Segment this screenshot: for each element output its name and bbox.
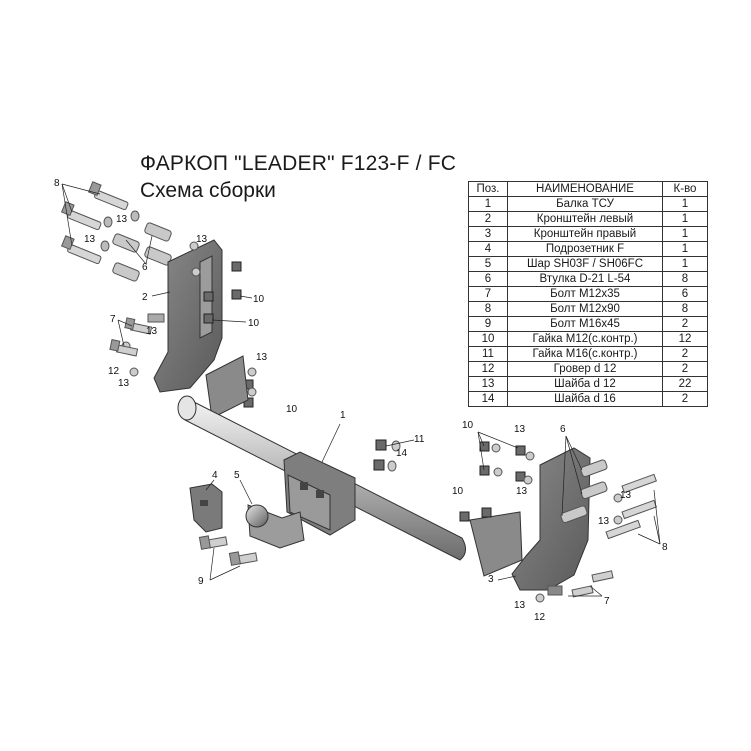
callout-13: 13 — [598, 516, 610, 527]
callout-3: 3 — [488, 574, 494, 585]
row-name: Шар SH03F / SH06FC — [507, 256, 663, 272]
row-position: 12 — [468, 361, 508, 377]
callout-13: 13 — [514, 424, 526, 435]
callout-14: 14 — [396, 448, 408, 459]
beam-tube-end — [177, 395, 197, 421]
left-sleeves — [112, 222, 172, 282]
callout-6: 6 — [560, 424, 566, 435]
row-name: Болт М12х90 — [507, 301, 663, 317]
callout-13: 13 — [514, 600, 526, 611]
callout-labels: 8 13 13 6 13 2 10 10 7 13 12 13 13 10 1 … — [54, 178, 668, 623]
callout-8: 8 — [54, 178, 60, 189]
row-quantity: 22 — [662, 376, 708, 392]
callout-12: 12 — [534, 612, 546, 623]
right-bolts-m12x90 — [605, 473, 657, 540]
callout-4: 4 — [212, 470, 218, 481]
callout-7: 7 — [604, 596, 610, 607]
row-position: 14 — [468, 391, 508, 407]
callout-13: 13 — [196, 234, 208, 245]
leader-lines — [61, 183, 661, 597]
callout-13: 13 — [516, 486, 528, 497]
callout-6: 6 — [142, 262, 148, 273]
right-bracket-washers — [491, 443, 623, 603]
right-sleeves — [560, 459, 608, 524]
row-name: Шайба d 16 — [507, 391, 663, 407]
right-bracket-nuts — [459, 441, 526, 522]
callout-1: 1 — [340, 410, 346, 421]
socket-holder-hole — [200, 500, 208, 506]
callout-10: 10 — [253, 294, 265, 305]
callout-2: 2 — [142, 292, 148, 303]
row-quantity: 2 — [662, 391, 708, 407]
callout-7: 7 — [110, 314, 116, 325]
callout-8: 8 — [662, 542, 668, 553]
left-washers — [100, 210, 140, 252]
callout-10: 10 — [286, 404, 298, 415]
bolts-m16x45 — [198, 535, 258, 566]
callout-13: 13 — [116, 214, 128, 225]
callout-13: 13 — [84, 234, 96, 245]
socket-holder — [189, 483, 223, 533]
drawing-subtitle: Схема сборки — [140, 179, 276, 202]
beam-hitch-hole — [316, 490, 324, 498]
beam-left-flange — [205, 355, 249, 419]
callout-13: 13 — [118, 378, 130, 389]
row-name: Гровер d 12 — [507, 361, 663, 377]
row-name: Болт М12х35 — [507, 286, 663, 302]
callout-13: 13 — [620, 490, 632, 501]
header-name: НАИМЕНОВАНИЕ — [507, 181, 663, 197]
row-name: Шайба d 12 — [507, 376, 663, 392]
right-bolts-m12x35 — [547, 570, 614, 598]
tow-ball — [245, 504, 269, 528]
callout-11: 11 — [414, 434, 425, 445]
nuts-m16 — [373, 439, 387, 471]
callout-13: 13 — [256, 352, 268, 363]
callout-12: 12 — [108, 366, 120, 377]
beam-hitch-hole — [300, 482, 308, 490]
callout-10: 10 — [452, 486, 464, 497]
beam-hitch-plate — [287, 474, 331, 531]
callout-9: 9 — [198, 576, 204, 587]
callout-10: 10 — [248, 318, 260, 329]
right-bracket — [511, 447, 591, 591]
callout-5: 5 — [234, 470, 240, 481]
row-name: Кронштейн правый — [507, 226, 663, 242]
callout-10: 10 — [462, 420, 474, 431]
callout-13: 13 — [146, 326, 158, 337]
drawing-title: ФАРКОП "LEADER" F123-F / FC — [140, 152, 457, 175]
left-bolts-m12x35 — [109, 313, 165, 357]
beam-right-flange — [469, 511, 523, 577]
